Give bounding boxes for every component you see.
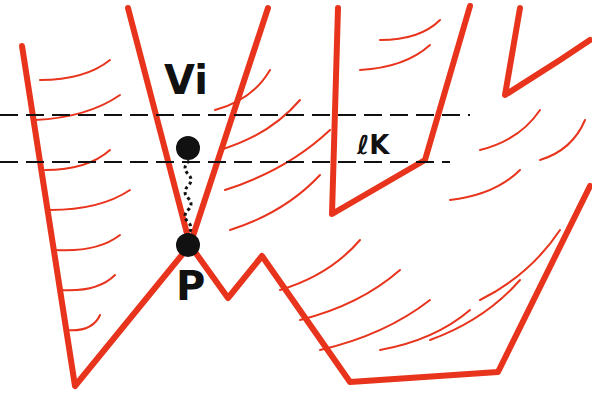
hatch-stroke bbox=[60, 275, 115, 290]
hatch-stroke bbox=[45, 150, 110, 170]
hatch-stroke bbox=[360, 45, 430, 70]
hatch-stroke bbox=[280, 240, 360, 290]
polygon-outline bbox=[22, 6, 590, 386]
hatch-stroke bbox=[380, 20, 440, 40]
hatch-stroke bbox=[540, 120, 585, 160]
hatch-stroke bbox=[50, 190, 130, 210]
vertex-label: P bbox=[176, 266, 205, 306]
hatch-stroke bbox=[450, 170, 520, 200]
hatching bbox=[35, 20, 585, 350]
dotted-path bbox=[185, 150, 191, 234]
hatch-stroke bbox=[380, 310, 470, 350]
hatch-stroke bbox=[430, 280, 520, 340]
hatch-stroke bbox=[230, 175, 320, 230]
hatch-stroke bbox=[300, 270, 400, 320]
line-label: ℓK bbox=[355, 132, 391, 158]
vertex-dot bbox=[176, 136, 200, 160]
hatch-stroke bbox=[480, 110, 540, 150]
vertex-label: Vi bbox=[164, 60, 208, 100]
hatch-stroke bbox=[65, 315, 100, 330]
hatch-stroke bbox=[320, 300, 430, 350]
hatch-stroke bbox=[55, 235, 120, 250]
hatch-stroke bbox=[40, 60, 110, 80]
sweep-line bbox=[0, 115, 470, 162]
vertex-dot bbox=[176, 233, 200, 257]
hatch-stroke bbox=[35, 95, 120, 120]
